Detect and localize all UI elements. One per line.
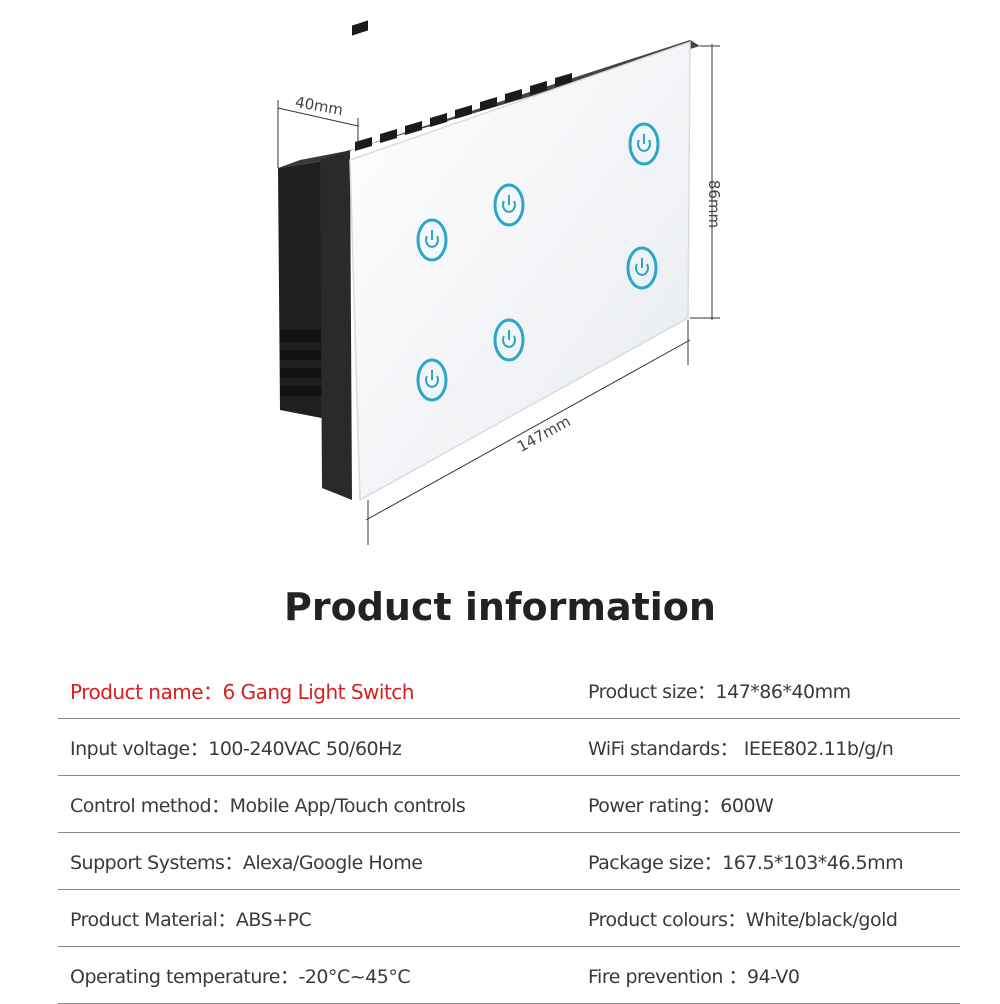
spec-row: Support Systems：Alexa/Google Home Packag… <box>58 833 960 890</box>
spec-control-method: Control method：Mobile App/Touch controls <box>70 794 466 817</box>
product-figure: 40mm 86mm 147mm <box>277 20 724 545</box>
dimension-lines <box>277 44 720 545</box>
spec-product-name: Product name：6 Gang Light Switch <box>70 679 414 704</box>
touch-button-2 <box>493 183 525 227</box>
touch-button-1 <box>416 218 448 262</box>
spec-product-colours: Product colours：White/black/gold <box>588 908 898 931</box>
spec-row: Input voltage：100-240VAC 50/60Hz WiFi st… <box>58 719 960 776</box>
touch-button-5 <box>493 318 525 362</box>
back-housing <box>278 150 352 420</box>
touch-buttons <box>416 122 660 402</box>
section-title: Product information <box>284 585 716 629</box>
spec-wifi-standards: WiFi standards： IEEE802.11b/g/n <box>588 737 894 760</box>
touch-button-6 <box>626 246 658 290</box>
top-ribs <box>352 20 368 36</box>
glass-panel <box>349 40 691 502</box>
switch-drawing <box>277 20 720 545</box>
height-dimension-label: 86mm <box>705 179 724 229</box>
spec-power-rating: Power rating：600W <box>588 794 774 817</box>
spec-fire-prevention: Fire prevention ：94-V0 <box>588 965 800 988</box>
spec-product-size: Product size：147*86*40mm <box>588 680 851 703</box>
spec-operating-temperature: Operating temperature：-20°C~45°C <box>70 965 411 988</box>
touch-button-3 <box>628 122 660 166</box>
spec-product-material: Product Material：ABS+PC <box>70 908 312 931</box>
touch-button-4 <box>416 358 448 402</box>
spec-package-size: Package size：167.5*103*46.5mm <box>588 851 904 874</box>
spec-row: Product Material：ABS+PC Product colours：… <box>58 890 960 947</box>
spec-row: Operating temperature：-20°C~45°C Fire pr… <box>58 947 960 1004</box>
spec-input-voltage: Input voltage：100-240VAC 50/60Hz <box>70 737 402 760</box>
spec-row: Control method：Mobile App/Touch controls… <box>58 776 960 833</box>
spec-row: Product name：6 Gang Light Switch Product… <box>58 662 960 719</box>
rib-row <box>355 73 572 151</box>
spec-table: Product name：6 Gang Light Switch Product… <box>58 662 960 1004</box>
spec-support-systems: Support Systems：Alexa/Google Home <box>70 851 423 874</box>
